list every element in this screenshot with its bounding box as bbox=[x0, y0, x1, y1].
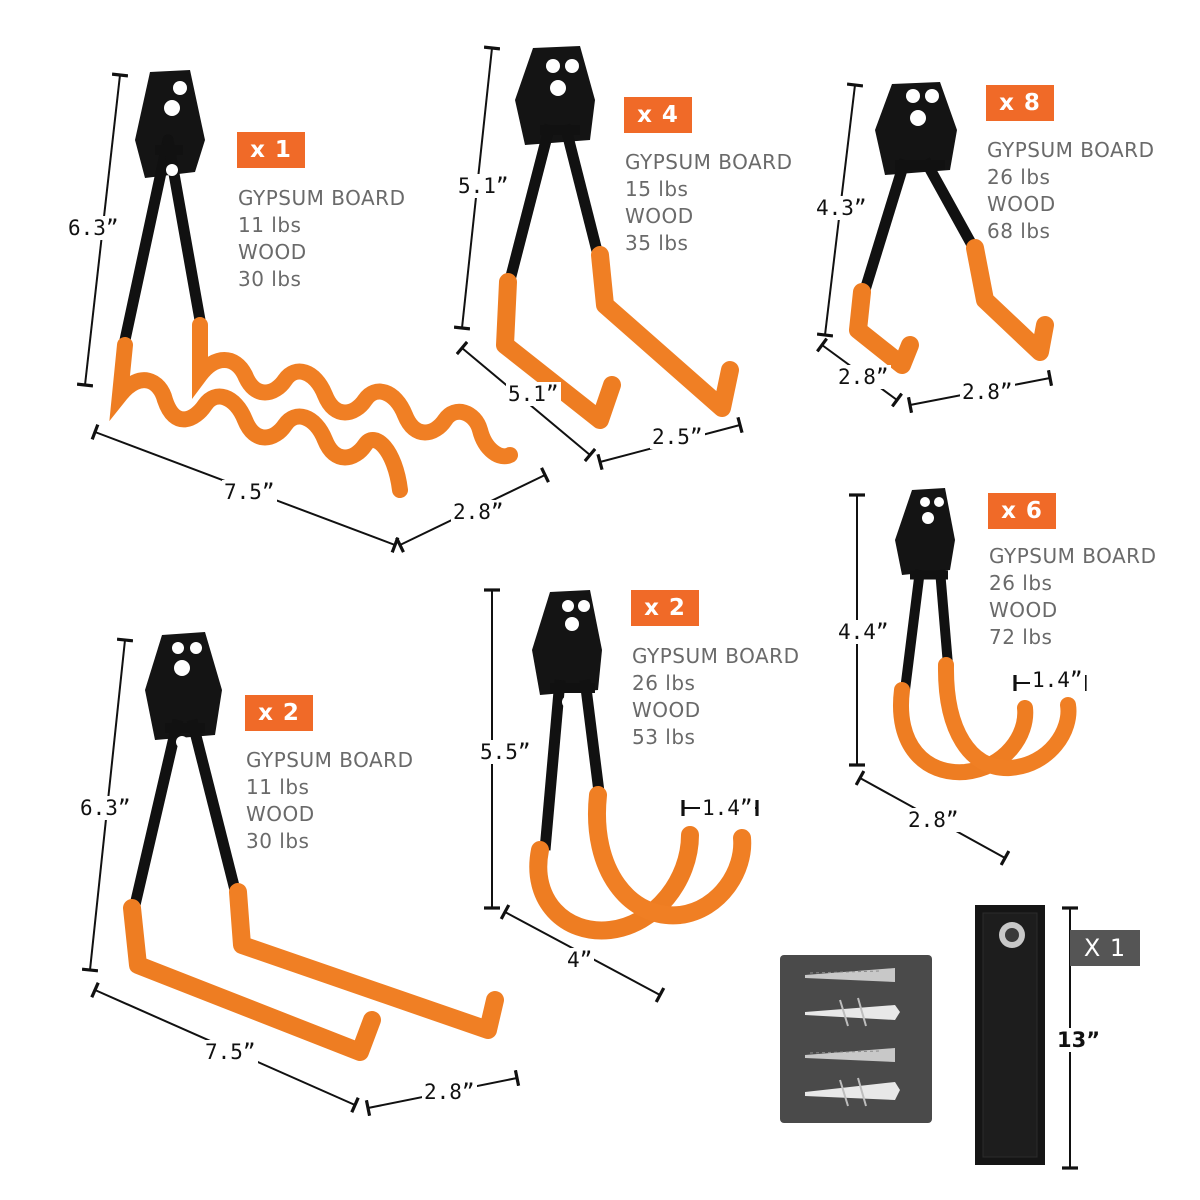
gypsum-label: GYPSUM BOARD bbox=[246, 748, 414, 772]
height-dimension: 4.4” bbox=[836, 620, 891, 644]
j-hook-large bbox=[529, 590, 752, 940]
quantity-badge: x 4 bbox=[624, 97, 692, 133]
j-hook-small bbox=[893, 488, 1077, 781]
screw-icon bbox=[805, 1048, 895, 1062]
load-spec: GYPSUM BOARD 15 lbs WOOD 35 lbs bbox=[625, 149, 792, 257]
quantity-badge: x 2 bbox=[245, 695, 313, 731]
load-spec: GYPSUM BOARD 26 lbs WOOD 72 lbs bbox=[989, 543, 1156, 651]
wall-anchor-icon bbox=[805, 997, 900, 1027]
gap-dimension: 1.4” bbox=[700, 796, 755, 820]
gypsum-load: 15 lbs bbox=[625, 177, 689, 201]
gypsum-load: 11 lbs bbox=[246, 775, 310, 799]
wood-label: WOOD bbox=[632, 698, 701, 722]
load-spec: GYPSUM BOARD 26 lbs WOOD 68 lbs bbox=[987, 137, 1154, 245]
width-dimension: 2.8” bbox=[960, 380, 1015, 404]
height-dimension: 6.3” bbox=[66, 216, 121, 240]
wood-label: WOOD bbox=[246, 802, 315, 826]
wood-load: 35 lbs bbox=[625, 231, 689, 255]
hook-arm-back bbox=[966, 239, 1054, 361]
load-spec: GYPSUM BOARD 11 lbs WOOD 30 lbs bbox=[246, 747, 413, 855]
gypsum-load: 26 lbs bbox=[987, 165, 1051, 189]
gypsum-load: 26 lbs bbox=[632, 671, 696, 695]
screw-icon bbox=[805, 968, 895, 982]
gap-dimension: 1.4” bbox=[1030, 668, 1085, 692]
width-dimension: 2.5” bbox=[650, 425, 705, 449]
j-arm-back bbox=[588, 786, 752, 925]
wood-load: 30 lbs bbox=[246, 829, 310, 853]
wood-load: 72 lbs bbox=[989, 625, 1053, 649]
length-dimension: 4” bbox=[565, 948, 595, 972]
quantity-badge: x 1 bbox=[237, 132, 305, 168]
spiral-arm-front bbox=[109, 337, 408, 498]
hook-arm-back bbox=[591, 246, 739, 417]
wood-load: 53 lbs bbox=[632, 725, 696, 749]
strap-quantity-badge: X 1 bbox=[1070, 930, 1140, 966]
height-dimension: 6.3” bbox=[78, 796, 133, 820]
gypsum-label: GYPSUM BOARD bbox=[238, 186, 406, 210]
strap-length-dimension: 13” bbox=[1055, 1028, 1103, 1052]
hook-arm-back bbox=[229, 883, 504, 1039]
flat-hook-small bbox=[496, 46, 739, 429]
hardware-kit bbox=[780, 955, 932, 1123]
load-spec: GYPSUM BOARD 11 lbs WOOD 30 lbs bbox=[238, 185, 405, 293]
hook-arm-front bbox=[849, 283, 919, 374]
length-dimension: 7.5” bbox=[203, 1040, 258, 1064]
mount-plate bbox=[135, 70, 205, 178]
wood-label: WOOD bbox=[989, 598, 1058, 622]
gypsum-label: GYPSUM BOARD bbox=[632, 644, 800, 668]
wood-load: 30 lbs bbox=[238, 267, 302, 291]
wood-label: WOOD bbox=[238, 240, 307, 264]
length-dimension: 2.8” bbox=[836, 365, 891, 389]
load-spec: GYPSUM BOARD 26 lbs WOOD 53 lbs bbox=[632, 643, 799, 751]
gypsum-load: 11 lbs bbox=[238, 213, 302, 237]
gypsum-label: GYPSUM BOARD bbox=[625, 150, 793, 174]
wood-label: WOOD bbox=[625, 204, 694, 228]
height-dimension: 4.3” bbox=[814, 196, 869, 220]
storage-strap bbox=[975, 905, 1045, 1165]
quantity-badge: x 6 bbox=[988, 493, 1056, 529]
wood-load: 68 lbs bbox=[987, 219, 1051, 243]
length-dimension: 2.8” bbox=[906, 808, 961, 832]
flat-hook-large bbox=[123, 632, 504, 1061]
width-dimension: 2.8” bbox=[451, 500, 506, 524]
gypsum-label: GYPSUM BOARD bbox=[989, 544, 1157, 568]
height-dimension: 5.1” bbox=[456, 174, 511, 198]
wood-label: WOOD bbox=[987, 192, 1056, 216]
height-dimension: 5.5” bbox=[478, 740, 533, 764]
quantity-badge: x 8 bbox=[986, 85, 1054, 121]
j-arm-back bbox=[937, 657, 1077, 777]
width-dimension: 2.8” bbox=[422, 1080, 477, 1104]
length-dimension: 5.1” bbox=[506, 382, 561, 406]
wall-anchor-icon bbox=[805, 1077, 900, 1107]
gypsum-label: GYPSUM BOARD bbox=[987, 138, 1155, 162]
quantity-badge: x 2 bbox=[631, 590, 699, 626]
length-dimension: 7.5” bbox=[222, 480, 277, 504]
gypsum-load: 26 lbs bbox=[989, 571, 1053, 595]
